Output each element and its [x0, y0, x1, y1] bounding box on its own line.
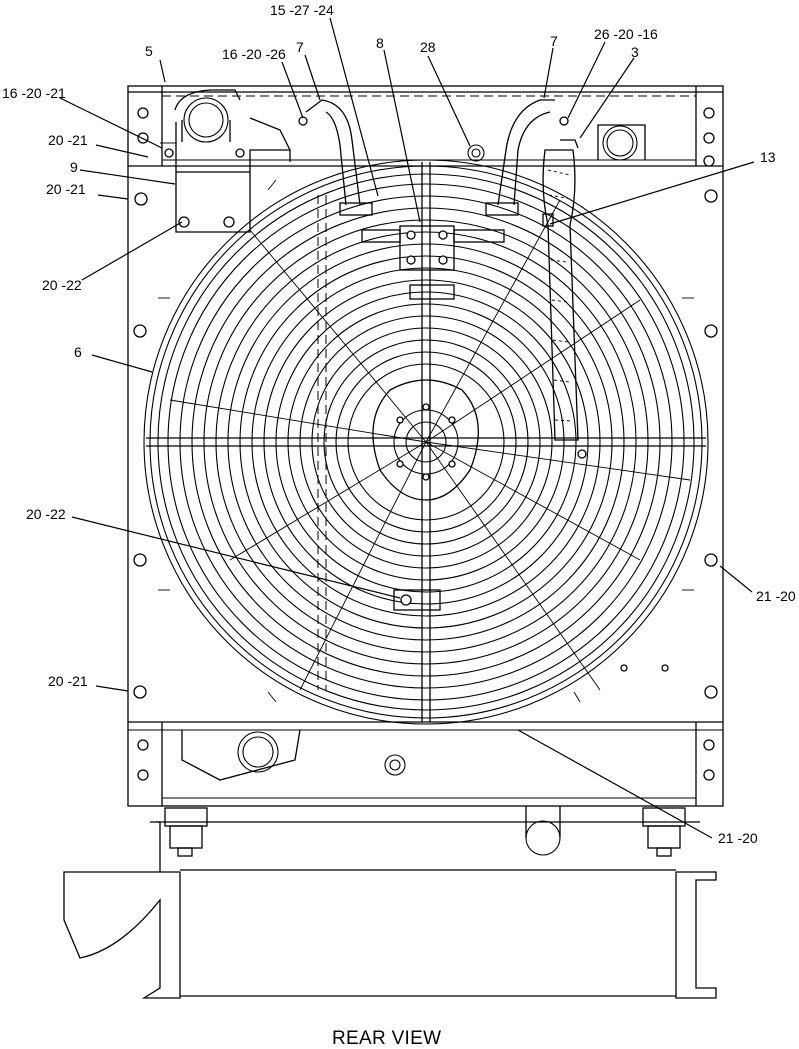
frame-holes: [133, 107, 718, 781]
callout-16-20-26: 16 -20 -26: [222, 46, 286, 62]
view-caption: REAR VIEW: [332, 1028, 441, 1049]
fan-guard: [143, 159, 709, 725]
fan-hub: [372, 379, 479, 501]
guard-center-plate: [361, 225, 505, 300]
callout-3: 3: [631, 44, 639, 60]
callout-20-21-c: 20 -21: [48, 673, 88, 689]
callout-13: 13: [760, 149, 776, 165]
radiator-frame: [127, 85, 724, 807]
callout-labels: 5 16 -20 -26 7 15 -27 -24 8 28 7 26 -20 …: [2, 2, 796, 846]
callout-5: 5: [145, 43, 153, 59]
skid-base: [63, 807, 717, 999]
callout-21-20-b: 21 -20: [718, 830, 758, 846]
callout-7-left: 7: [296, 39, 304, 55]
callout-21-20-a: 21 -20: [756, 588, 796, 604]
callout-9: 9: [70, 159, 78, 175]
callout-16-20-21: 16 -20 -21: [2, 85, 66, 101]
callout-26-20-16: 26 -20 -16: [594, 26, 658, 42]
right-outlet-tube: [485, 99, 569, 216]
bottom-channel-details: [181, 729, 600, 856]
callout-6: 6: [74, 344, 82, 360]
callout-7-right: 7: [550, 33, 558, 49]
filler-cap: [467, 144, 485, 162]
lower-guard-clip: [393, 589, 441, 611]
callout-20-22-b: 20 -22: [26, 506, 66, 522]
callout-20-21-a: 20 -21: [48, 132, 88, 148]
callout-28: 28: [420, 39, 436, 55]
callout-20-22-a: 20 -22: [42, 277, 82, 293]
left-outlet-tube: [298, 99, 373, 216]
coolant-hose: [542, 139, 587, 459]
top-right-cap: [597, 124, 646, 161]
leader-lines: [59, 17, 755, 839]
callout-15-27-24: 15 -27 -24: [270, 2, 334, 18]
left-mounting-bracket: [160, 89, 291, 233]
callout-20-21-b: 20 -21: [46, 181, 86, 197]
callout-8: 8: [376, 35, 384, 51]
